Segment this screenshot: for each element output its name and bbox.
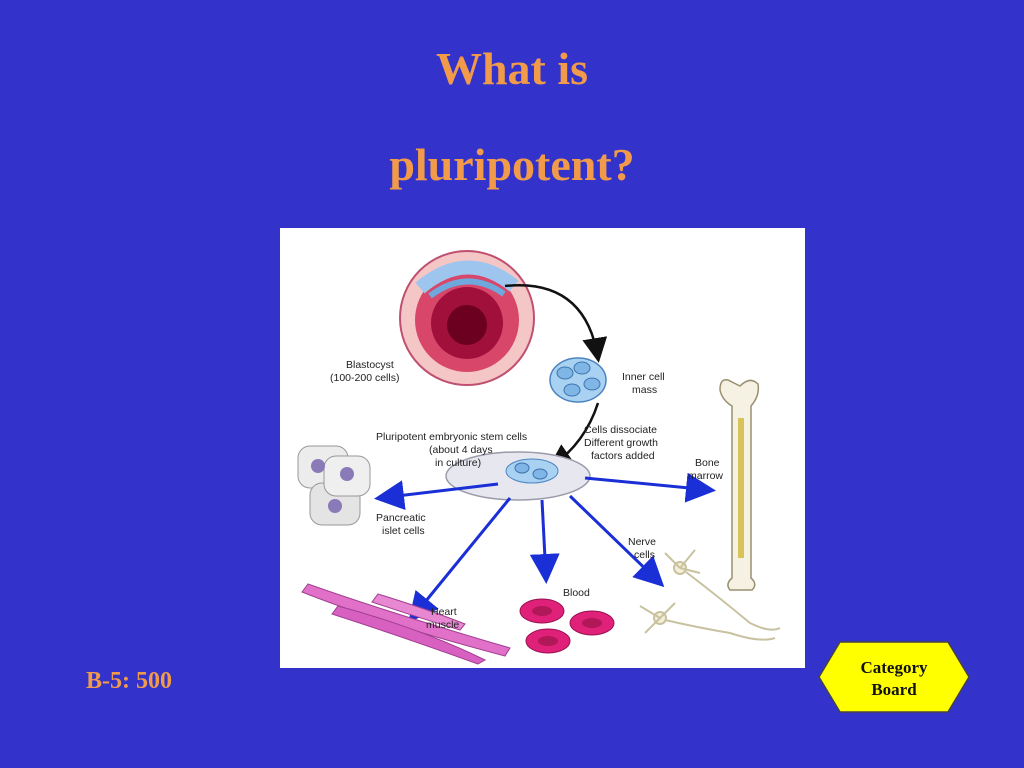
question-code: B-5: 500: [86, 668, 172, 694]
category-board-line-1: Category: [860, 658, 928, 677]
label-heart-muscle-2: muscle: [426, 619, 459, 631]
stem-cell-illustration: Blastocyst (100-200 cells) Inner cell ma…: [297, 250, 781, 665]
nerve-cells-illustration: [639, 549, 781, 641]
label-dissociate-1: Cells dissociate: [584, 424, 657, 436]
label-inner-cell-mass-1: Inner cell: [622, 371, 665, 383]
diagram-labels: Blastocyst (100-200 cells) Inner cell ma…: [330, 359, 723, 631]
label-blood: Blood: [563, 587, 590, 599]
bone-illustration: [719, 378, 760, 591]
label-bone-marrow-2: marrow: [688, 470, 723, 482]
category-board-label: Category Board: [818, 657, 970, 701]
label-inner-cell-mass-2: mass: [632, 384, 657, 396]
label-bone-marrow-1: Bone: [695, 457, 720, 469]
category-board-button[interactable]: Category Board: [818, 641, 970, 713]
heart-muscle-illustration: [301, 583, 511, 665]
label-blastocyst-2: (100-200 cells): [330, 372, 399, 384]
label-pancreatic-2: islet cells: [382, 525, 425, 537]
title-line-1: What is: [435, 43, 589, 94]
blood-cells-illustration: [519, 598, 615, 654]
label-heart-muscle-1: Heart: [431, 606, 457, 618]
differentiation-arrows: [374, 472, 716, 623]
blastocyst-illustration: [399, 250, 535, 386]
label-esc-1: Pluripotent embryonic stem cells: [376, 431, 527, 443]
label-pancreatic-1: Pancreatic: [376, 512, 426, 524]
title-line-2: pluripotent?: [389, 139, 635, 190]
stem-cell-diagram: Blastocyst (100-200 cells) Inner cell ma…: [280, 228, 805, 668]
label-dissociate-2: Different growth: [584, 437, 658, 449]
label-esc-2: (about 4 days: [429, 444, 493, 456]
culture-dish-illustration: [445, 451, 591, 501]
inner-cell-mass-illustration: [549, 357, 607, 403]
label-blastocyst-1: Blastocyst: [346, 359, 394, 371]
label-nerve-2: cells: [634, 549, 655, 561]
pancreatic-islet-cells-illustration: [297, 445, 371, 526]
arrow-to-inner-cell-mass: [504, 284, 608, 363]
button-hexagon-shape: [818, 641, 970, 713]
category-board-line-2: Board: [871, 680, 917, 699]
label-dissociate-3: factors added: [591, 450, 655, 462]
label-nerve-1: Nerve: [628, 536, 656, 548]
label-esc-3: in culture): [435, 457, 481, 469]
